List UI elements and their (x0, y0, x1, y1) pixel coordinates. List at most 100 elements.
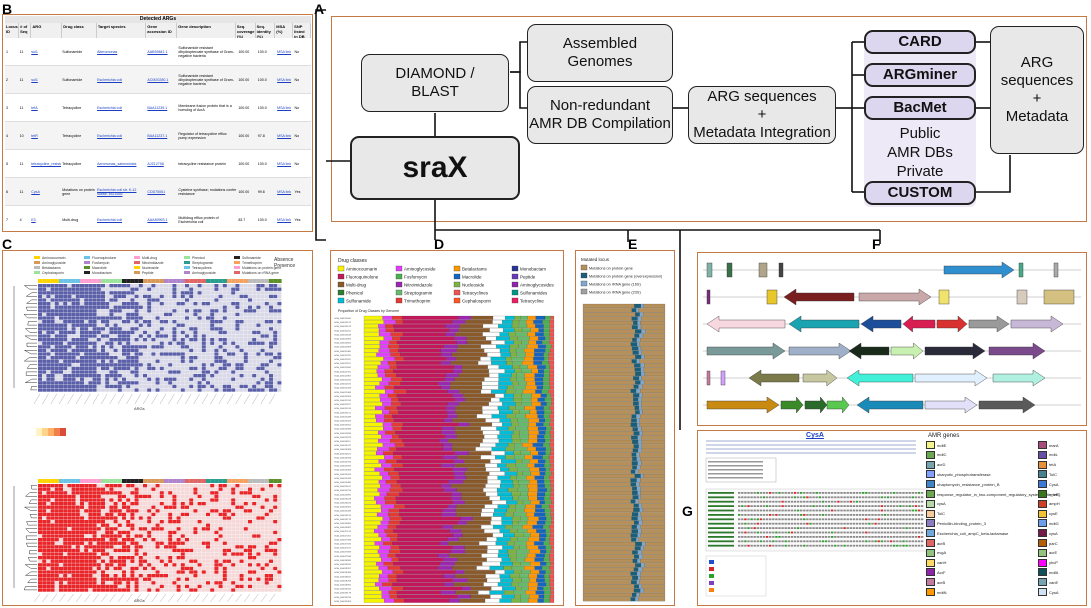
heatmap-class-strip (273, 279, 278, 283)
heatmap-cell (273, 302, 278, 306)
heatmap-cell (159, 345, 164, 349)
stacked-bar-segment (382, 402, 392, 406)
heatmap-cell (239, 556, 244, 560)
heatmap-cell (269, 484, 273, 488)
heatmap-cell (101, 352, 105, 356)
heatmap-cell (96, 484, 101, 488)
heatmap-cell (105, 334, 110, 338)
heatmap-cell (210, 516, 215, 520)
stacked-bar-segment (389, 594, 398, 599)
heatmap-cell (134, 363, 139, 367)
heatmap-cell (59, 577, 63, 581)
table-cell[interactable]: MSA link (277, 105, 292, 110)
heatmap-cell (248, 494, 252, 499)
stacked-bar-segment (384, 455, 394, 460)
heatmap-cell (159, 548, 164, 553)
table-cell[interactable]: AAB59841.1 (147, 49, 168, 54)
table-cell[interactable]: AJZ12798 (147, 161, 164, 166)
table-cell[interactable]: Alteromonas (97, 49, 118, 54)
table-cell[interactable]: MSA link (277, 49, 292, 54)
table-cell[interactable]: Escherichia coli str. K-12 substr. MG165… (97, 187, 137, 196)
table-cell[interactable]: E3 (31, 217, 36, 222)
table-cell[interactable]: Aeromonas_salmonicida (97, 161, 137, 166)
heatmap-cell (46, 316, 51, 320)
stacked-bar-segment (538, 369, 544, 374)
heatmap-cell (155, 570, 160, 574)
table-cell[interactable]: tetA (31, 105, 38, 110)
heatmap-cell (193, 581, 198, 585)
heatmap-class-strip (50, 479, 55, 483)
heatmap-cell (130, 330, 135, 335)
stacked-bar-segment (390, 475, 400, 480)
stacked-bar-segment (363, 344, 381, 349)
table-cell: 83.7 (238, 217, 246, 222)
table-cell[interactable]: MSA link (277, 189, 292, 194)
heatmap-cell (218, 327, 223, 331)
table-cell[interactable]: BAA11239.1 (147, 105, 168, 110)
heatmap-cell (210, 312, 215, 317)
heatmap-cell (59, 541, 63, 545)
heatmap-cell (84, 512, 89, 517)
heatmap-cell (197, 581, 202, 585)
heatmap-cell (122, 527, 126, 531)
table-cell[interactable]: CDD75061 (147, 189, 166, 194)
heatmap-cell (101, 302, 105, 306)
table-cell[interactable]: Escherichia coli (97, 105, 123, 110)
heatmap-cell (130, 487, 135, 491)
stacked-bar-segment (521, 397, 532, 402)
table-cell[interactable]: MSA link (277, 77, 292, 82)
table-cell[interactable]: tetR (31, 133, 38, 138)
heatmap-cell (80, 527, 84, 531)
heatmap-cell (105, 527, 110, 531)
heatmap-cell (176, 566, 181, 571)
stacked-bar-segment (389, 340, 398, 345)
heatmap-cell (54, 338, 59, 342)
heatmap-cell (260, 545, 265, 549)
heatmap-cell (126, 491, 131, 495)
heatmap-class-strip (101, 479, 106, 483)
heatmap-cell (210, 559, 215, 563)
table-cell[interactable]: Escherichia coli (97, 133, 123, 138)
table-cell[interactable]: AAA89993.1 (147, 217, 168, 222)
heatmap-cell (147, 559, 152, 563)
heatmap-cell (54, 287, 59, 291)
stacked-bar-segment (504, 471, 518, 476)
heatmap-cell (75, 352, 80, 356)
table-cell[interactable]: Escherichia coli (97, 217, 123, 222)
heatmap-cell (117, 534, 122, 538)
table-cell[interactable]: sul1 (31, 49, 38, 54)
table-cell[interactable]: sul1 (31, 77, 38, 82)
table-cell[interactable]: Escherichia coli (97, 77, 123, 82)
chart-e-legend-item: Mutations on protein gene (580, 264, 633, 271)
table-cell[interactable]: MSA link (277, 217, 292, 222)
heatmap-cell (101, 366, 105, 371)
stacked-bar-segment (509, 574, 520, 579)
mutation-bar-segment (638, 376, 643, 381)
heatmap-cell (168, 512, 173, 517)
heatmap-cell (75, 534, 80, 538)
table-cell[interactable]: BAA11237.1 (147, 133, 168, 138)
stacked-bar-segment (546, 561, 551, 566)
table-cell[interactable]: tetracycline_resistance_protein (31, 161, 61, 166)
table-cell[interactable]: CysA (31, 189, 40, 194)
heatmap-cell (201, 345, 206, 349)
table-cell[interactable]: ACM20280.1 (147, 77, 169, 82)
stacked-bar-segment (503, 393, 514, 398)
table-cell[interactable]: MSA link (277, 161, 292, 166)
heatmap-cell (206, 512, 210, 517)
heatmap-cell (273, 548, 278, 553)
heatmap-cell (189, 520, 194, 524)
heatmap-cell (269, 330, 273, 335)
table-cell[interactable]: MSA link (277, 133, 292, 138)
stacked-bar-segment (445, 373, 459, 378)
heatmap-cell (147, 584, 152, 589)
heatmap-cell (151, 356, 156, 360)
heatmap-cell (63, 588, 68, 592)
heatmap-cell (256, 509, 261, 513)
heatmap-cell (172, 556, 177, 560)
heatmap-cell (248, 556, 252, 560)
stacked-bar-segment (505, 389, 516, 394)
heatmap-cell (243, 484, 248, 488)
heatmap-cell (71, 338, 76, 342)
heatmap-cell (92, 577, 97, 581)
